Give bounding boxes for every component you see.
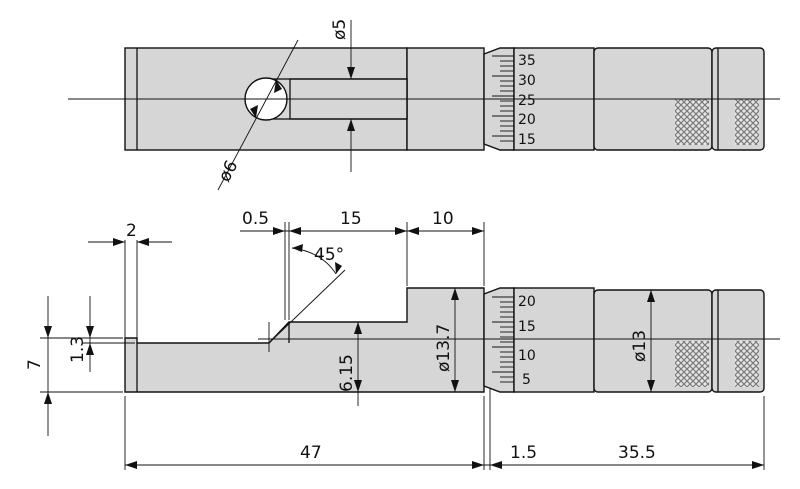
side-body (124, 287, 485, 393)
dim-chamfer-width: 0.5 (242, 209, 269, 229)
dim-overall: 47 (300, 443, 322, 463)
dim-recess: 1.3 (68, 336, 88, 363)
top-scale-25: 25 (518, 93, 536, 109)
side-scale-5: 5 (522, 372, 531, 388)
dim-step: 2 (126, 221, 137, 241)
top-knurl-1 (675, 99, 709, 145)
dim-dia-thimble: ø13 (630, 330, 650, 362)
dim-depth: 6.15 (337, 354, 357, 392)
side-scale-10: 10 (518, 348, 536, 364)
top-view: 35 30 25 20 15 ø5 ø6 (68, 19, 780, 191)
dim-shoulder: 10 (432, 209, 454, 229)
side-scale-ticks (492, 296, 514, 383)
top-scale-30: 30 (518, 73, 536, 89)
dim-dia-body: ø13.7 (434, 324, 454, 372)
top-knurl-2 (735, 99, 759, 145)
side-thimble-taper (483, 287, 515, 393)
dim-thimble-length: 35.5 (618, 443, 656, 463)
side-knurl-1 (675, 341, 709, 387)
side-knurl-2 (735, 341, 759, 387)
dim-dia-slot: ø5 (330, 19, 350, 40)
top-scale-ticks (492, 55, 514, 142)
dim-angle: 45° (314, 245, 344, 265)
dim-gap: 1.5 (510, 443, 537, 463)
dim-dia-hole: ø6 (215, 157, 243, 185)
top-scale-20: 20 (518, 112, 536, 128)
top-scale-35: 35 (518, 53, 536, 69)
side-thimble-band (513, 287, 595, 393)
side-view: 20 15 10 5 2 0.5 15 10 45° (25, 209, 780, 470)
side-scale-20: 20 (518, 294, 536, 310)
side-scale-15: 15 (518, 319, 536, 335)
top-scale-15: 15 (518, 132, 536, 148)
dim-slot-length: 15 (340, 209, 362, 229)
dim-height: 7 (25, 359, 45, 370)
